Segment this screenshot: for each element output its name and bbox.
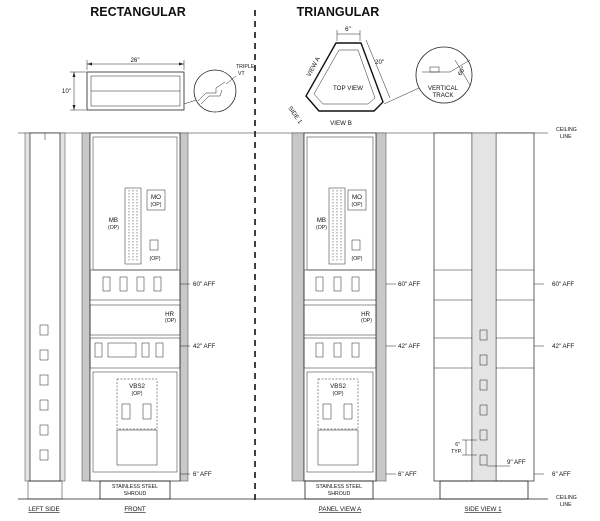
front-aff-42: 42" AFF — [193, 343, 215, 350]
ceiling-label-top-2: LINE — [560, 134, 572, 140]
label-mb: MB — [109, 217, 118, 224]
header-triangular: TRIANGULAR — [297, 5, 380, 19]
panel-label-mb: MB — [317, 217, 326, 224]
side-aff-6: 6" AFF — [552, 471, 571, 478]
callout-view-a: VIEW A — [306, 55, 323, 78]
callout-view-b: VIEW B — [330, 120, 352, 127]
panel-view-a: MO (OP) MB (OP) (OP) HR (OP) VBS2 (OP) S… — [291, 132, 387, 513]
ceiling-label-top-1: CEILING — [556, 127, 577, 133]
label-mo-op: (OP) — [151, 202, 162, 208]
side-aff-levels: 60" AFF 42" AFF 6" AFF — [534, 281, 574, 478]
dim-offset-9: 9" AFF — [507, 459, 526, 466]
base-label-line2-panel: SHROUD — [328, 491, 351, 497]
panel-aff-60: 60" AFF — [398, 281, 420, 288]
panel-label-mo: MO — [352, 194, 362, 201]
callout-track: TRACK — [433, 92, 455, 99]
panel-label-mb-op: (OP) — [316, 225, 327, 231]
view-label-left-side: LEFT SIDE — [28, 506, 59, 513]
view-label-front: FRONT — [124, 506, 146, 513]
front-aff-60: 60" AFF — [193, 281, 215, 288]
dim-typ-label: TYP. — [451, 449, 462, 455]
view-label-side-view-1: SIDE VIEW 1 — [464, 506, 502, 513]
side-view-1: 6" TYP. 9" AFF SIDE VIEW 1 — [433, 132, 535, 513]
ceiling-label-bottom-1: CEILING — [556, 495, 577, 501]
label-hr-op: (OP) — [165, 318, 176, 324]
callout-vt: VT — [238, 71, 245, 77]
panel-label-hr-op: (OP) — [361, 318, 372, 324]
base-label-line1-front: STAINLESS STEEL — [112, 484, 158, 490]
ceiling-label-bottom-2: LINE — [560, 502, 572, 508]
panel-aff-42: 42" AFF — [398, 343, 420, 350]
rectangular-top-view: 26" 10" TRIPLE VT — [62, 57, 255, 113]
panel-label-mo-op: (OP) — [352, 202, 363, 208]
front-aff-6: 6" AFF — [193, 471, 212, 478]
dim-width-26: 26" — [130, 57, 139, 64]
front-aff-levels: 60" AFF 42" AFF 6" AFF — [180, 281, 215, 478]
callout-top-view: TOP VIEW — [333, 85, 363, 92]
side-aff-60: 60" AFF — [552, 281, 574, 288]
label-ml-op: (OP) — [150, 256, 161, 262]
label-hr: HR — [165, 311, 174, 318]
dim-side-20: 20" — [375, 59, 384, 66]
callout-vertical: VERTICAL — [428, 85, 459, 92]
view-label-panel-view-a: PANEL VIEW A — [319, 506, 363, 513]
dim-depth-10: 10" — [62, 88, 71, 95]
label-mb-op: (OP) — [108, 225, 119, 231]
triangular-top-view: 6" 20" TOP VIEW VIEW A SIDE 1 VIEW B 60°… — [286, 26, 473, 127]
label-mo: MO — [151, 194, 161, 201]
dim-typ-6: 6" — [455, 442, 460, 448]
label-vbs2-op: (OP) — [132, 391, 143, 397]
callout-triple: TRIPLE — [236, 64, 255, 70]
front-view: MO (OP) MB (OP) (OP) HR (OP) VBS2 (OP) S… — [81, 132, 189, 513]
base-label-line2-front: SHROUD — [124, 491, 147, 497]
panel-label-ml-op: (OP) — [352, 256, 363, 262]
dim-side-6: 6" — [345, 26, 351, 33]
panel-label-vbs2: VBS2 — [330, 383, 346, 390]
panel-aff-levels: 60" AFF 42" AFF 6" AFF — [386, 281, 420, 478]
panel-label-vbs2-op: (OP) — [333, 391, 344, 397]
panel-aff-6: 6" AFF — [398, 471, 417, 478]
base-label-line1-panel: STAINLESS STEEL — [316, 484, 362, 490]
left-side-view: LEFT SIDE — [24, 132, 66, 513]
header-rectangular: RECTANGULAR — [90, 5, 186, 19]
label-vbs2: VBS2 — [129, 383, 145, 390]
panel-label-hr: HR — [361, 311, 370, 318]
side-aff-42: 42" AFF — [552, 343, 574, 350]
callout-side-1: SIDE 1 — [286, 105, 303, 126]
dim-angle-60: 60° — [457, 65, 468, 77]
